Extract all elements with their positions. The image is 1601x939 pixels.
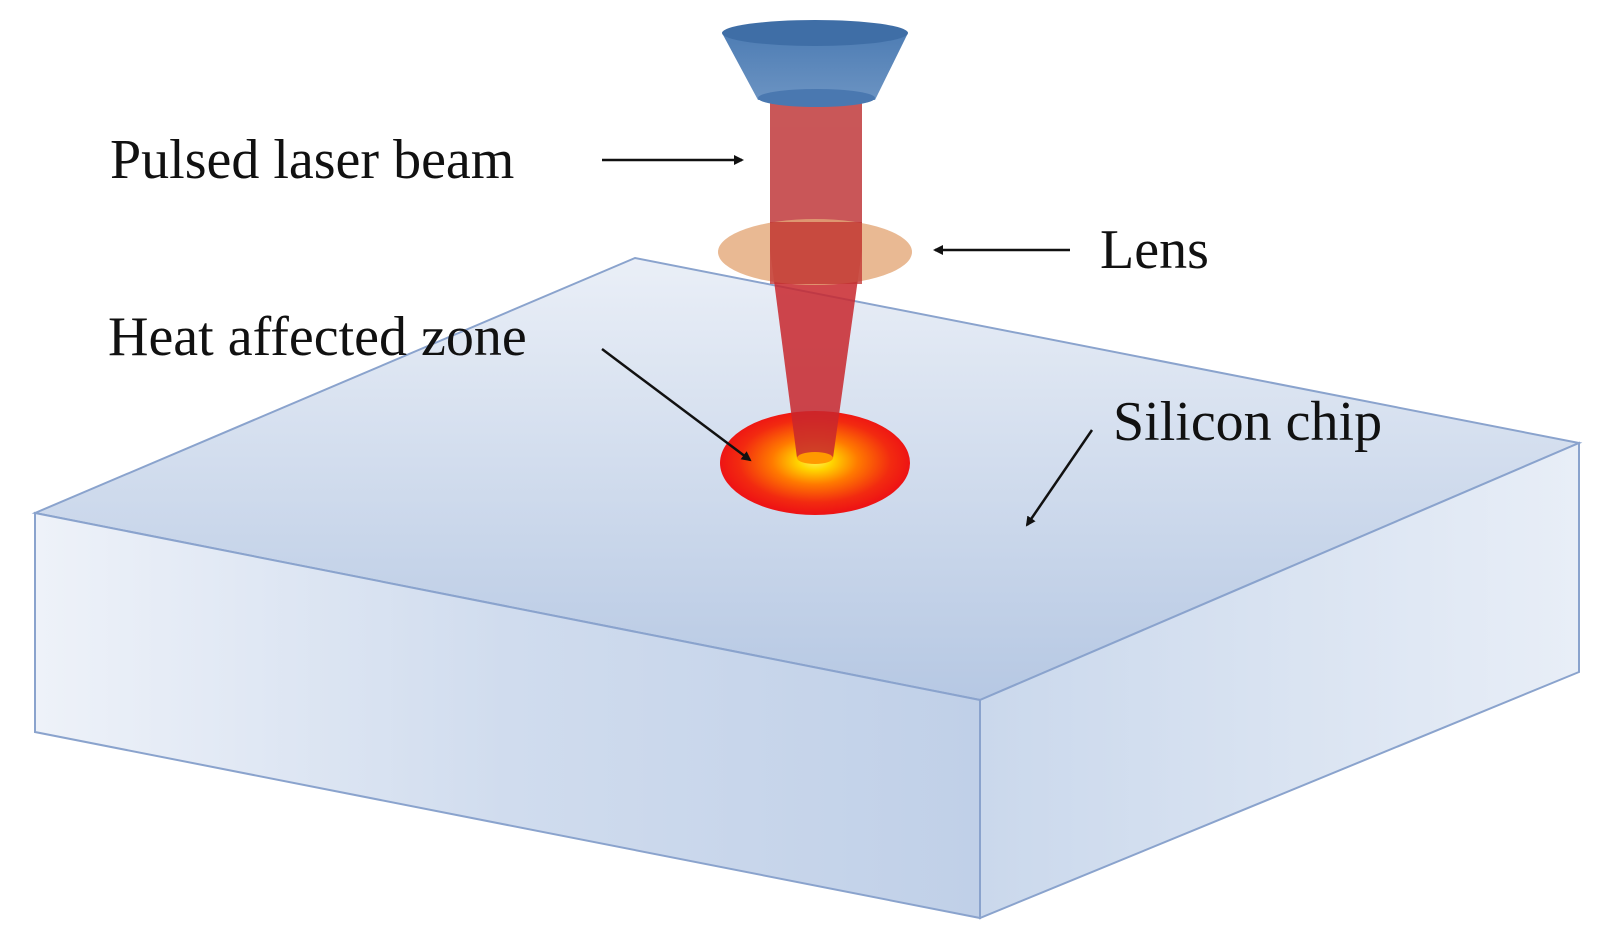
label-lens: Lens [1100, 219, 1209, 281]
arrow-silicon-chip [1025, 429, 1094, 527]
nozzle [722, 20, 908, 107]
nozzle-top-rim [722, 20, 908, 46]
label-heat-affected-zone: Heat affected zone [108, 306, 527, 368]
lens [718, 219, 912, 285]
beam-through-lens [770, 222, 862, 284]
label-silicon-chip: Silicon chip [1113, 391, 1382, 453]
arrow-heat-zone [601, 348, 752, 462]
laser-beam-cone [770, 250, 862, 458]
label-pulsed-laser-beam: Pulsed laser beam [110, 129, 514, 191]
nozzle-bottom-rim [758, 89, 875, 107]
chip-right-face [979, 441, 1580, 920]
nozzle-body [722, 33, 908, 100]
beam-focus-spot [797, 452, 833, 464]
